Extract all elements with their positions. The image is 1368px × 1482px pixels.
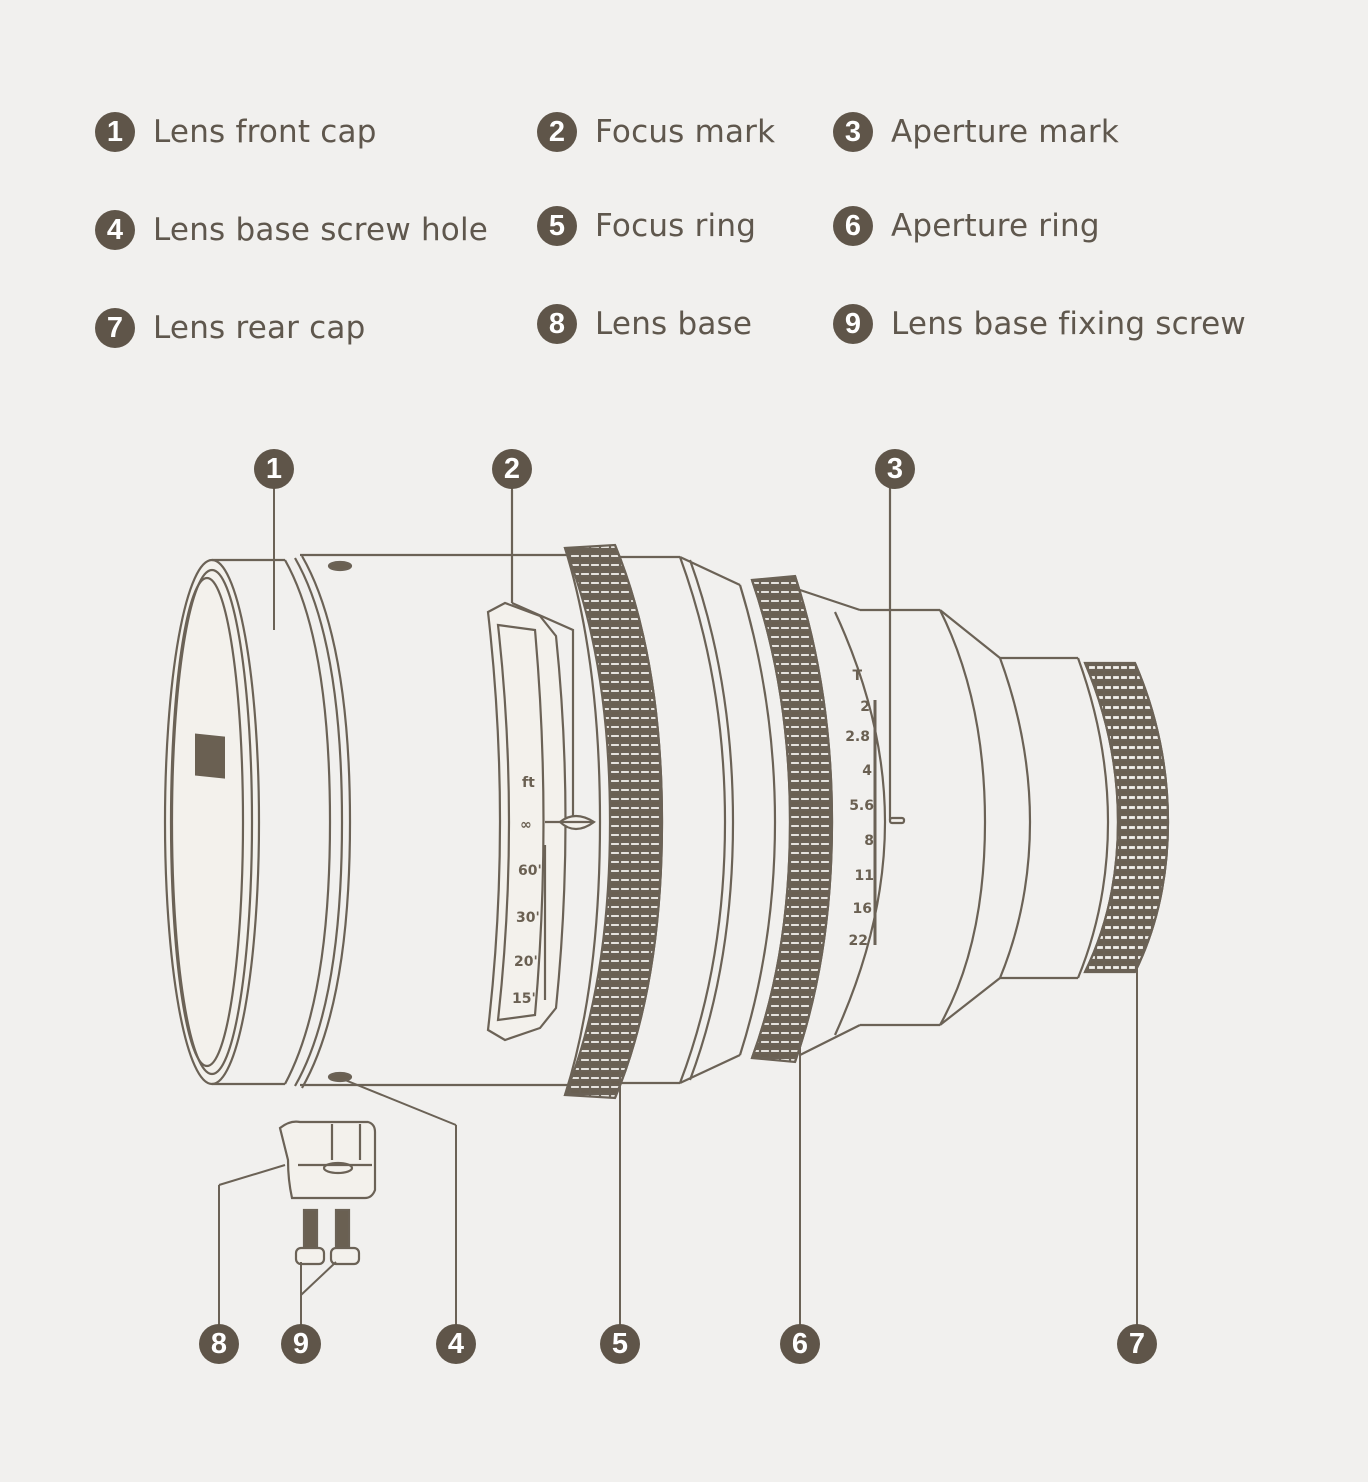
svg-text:30': 30' xyxy=(516,910,540,926)
focus-scale-labels: ft ∞ 60' 30' 20' 15' xyxy=(512,775,542,1007)
lens-base-fixing-screws xyxy=(294,1208,361,1266)
svg-text:22: 22 xyxy=(849,933,868,949)
svg-text:60': 60' xyxy=(518,863,542,879)
aperture-scale-unit: T xyxy=(852,668,862,684)
svg-text:2.8: 2.8 xyxy=(845,729,870,745)
legend-label: Focus ring xyxy=(595,208,757,244)
focus-window xyxy=(486,490,596,1042)
number-badge: 7 xyxy=(95,308,135,348)
focus-scale-unit: ft xyxy=(522,775,535,791)
svg-text:16: 16 xyxy=(853,901,872,917)
lens-base xyxy=(278,1120,377,1200)
legend-item-7: 7 Lens rear cap xyxy=(95,306,366,350)
svg-text:15': 15' xyxy=(512,991,536,1007)
middle-barrel xyxy=(620,555,777,1085)
number-badge: 6 xyxy=(780,1324,820,1364)
number-badge: 3 xyxy=(833,112,873,152)
number-badge: 1 xyxy=(95,112,135,152)
number-badge: 8 xyxy=(537,304,577,344)
svg-text:20': 20' xyxy=(514,954,538,970)
legend-label: Aperture mark xyxy=(891,114,1119,150)
legend-item-6: 6 Aperture ring xyxy=(833,204,1100,248)
number-badge: 5 xyxy=(600,1324,640,1364)
legend-item-5: 5 Focus ring xyxy=(537,204,756,248)
number-badge: 2 xyxy=(537,112,577,152)
svg-text:∞: ∞ xyxy=(520,817,532,833)
number-badge: 4 xyxy=(95,210,135,250)
number-badge: 1 xyxy=(254,449,294,489)
aperture-scale-labels: T 2 2.8 4 5.6 8 11 16 22 xyxy=(845,668,874,949)
svg-text:11: 11 xyxy=(855,868,874,884)
number-badge: 8 xyxy=(199,1324,239,1364)
legend-item-2: 2 Focus mark xyxy=(537,110,775,154)
legend-label: Lens base fixing screw xyxy=(891,306,1246,342)
legend-item-4: 4 Lens base screw hole xyxy=(95,208,488,252)
focus-ring xyxy=(563,543,664,1100)
svg-text:4: 4 xyxy=(862,763,872,779)
svg-text:2: 2 xyxy=(860,699,870,715)
legend-item-1: 1 Lens front cap xyxy=(95,110,377,154)
number-badge: 9 xyxy=(281,1324,321,1364)
lens-rear-cap xyxy=(1083,661,1170,974)
legend-label: Aperture ring xyxy=(891,208,1100,244)
lens-barrel xyxy=(300,553,590,1087)
legend-label: Lens front cap xyxy=(153,114,377,150)
aperture-ring xyxy=(750,574,834,1064)
number-badge: 9 xyxy=(833,304,873,344)
number-badge: 6 xyxy=(833,206,873,246)
legend-item-9: 9 Lens base fixing screw xyxy=(833,302,1246,346)
leader-lines xyxy=(218,470,1138,1345)
number-badge: 3 xyxy=(875,449,915,489)
svg-text:5.6: 5.6 xyxy=(849,798,874,814)
number-badge: 5 xyxy=(537,206,577,246)
legend-label: Lens base xyxy=(595,306,753,342)
lens-front-cap xyxy=(163,555,352,1089)
legend-item-3: 3 Aperture mark xyxy=(833,110,1119,154)
number-badge: 4 xyxy=(436,1324,476,1364)
legend-label: Lens base screw hole xyxy=(153,212,489,248)
legend-item-8: 8 Lens base xyxy=(537,302,752,346)
aperture-scale-collar xyxy=(799,470,1110,1056)
legend-label: Focus mark xyxy=(595,114,776,150)
svg-text:8: 8 xyxy=(864,833,874,849)
legend-label: Lens rear cap xyxy=(153,310,366,346)
number-badge: 2 xyxy=(492,449,532,489)
number-badge: 7 xyxy=(1117,1324,1157,1364)
